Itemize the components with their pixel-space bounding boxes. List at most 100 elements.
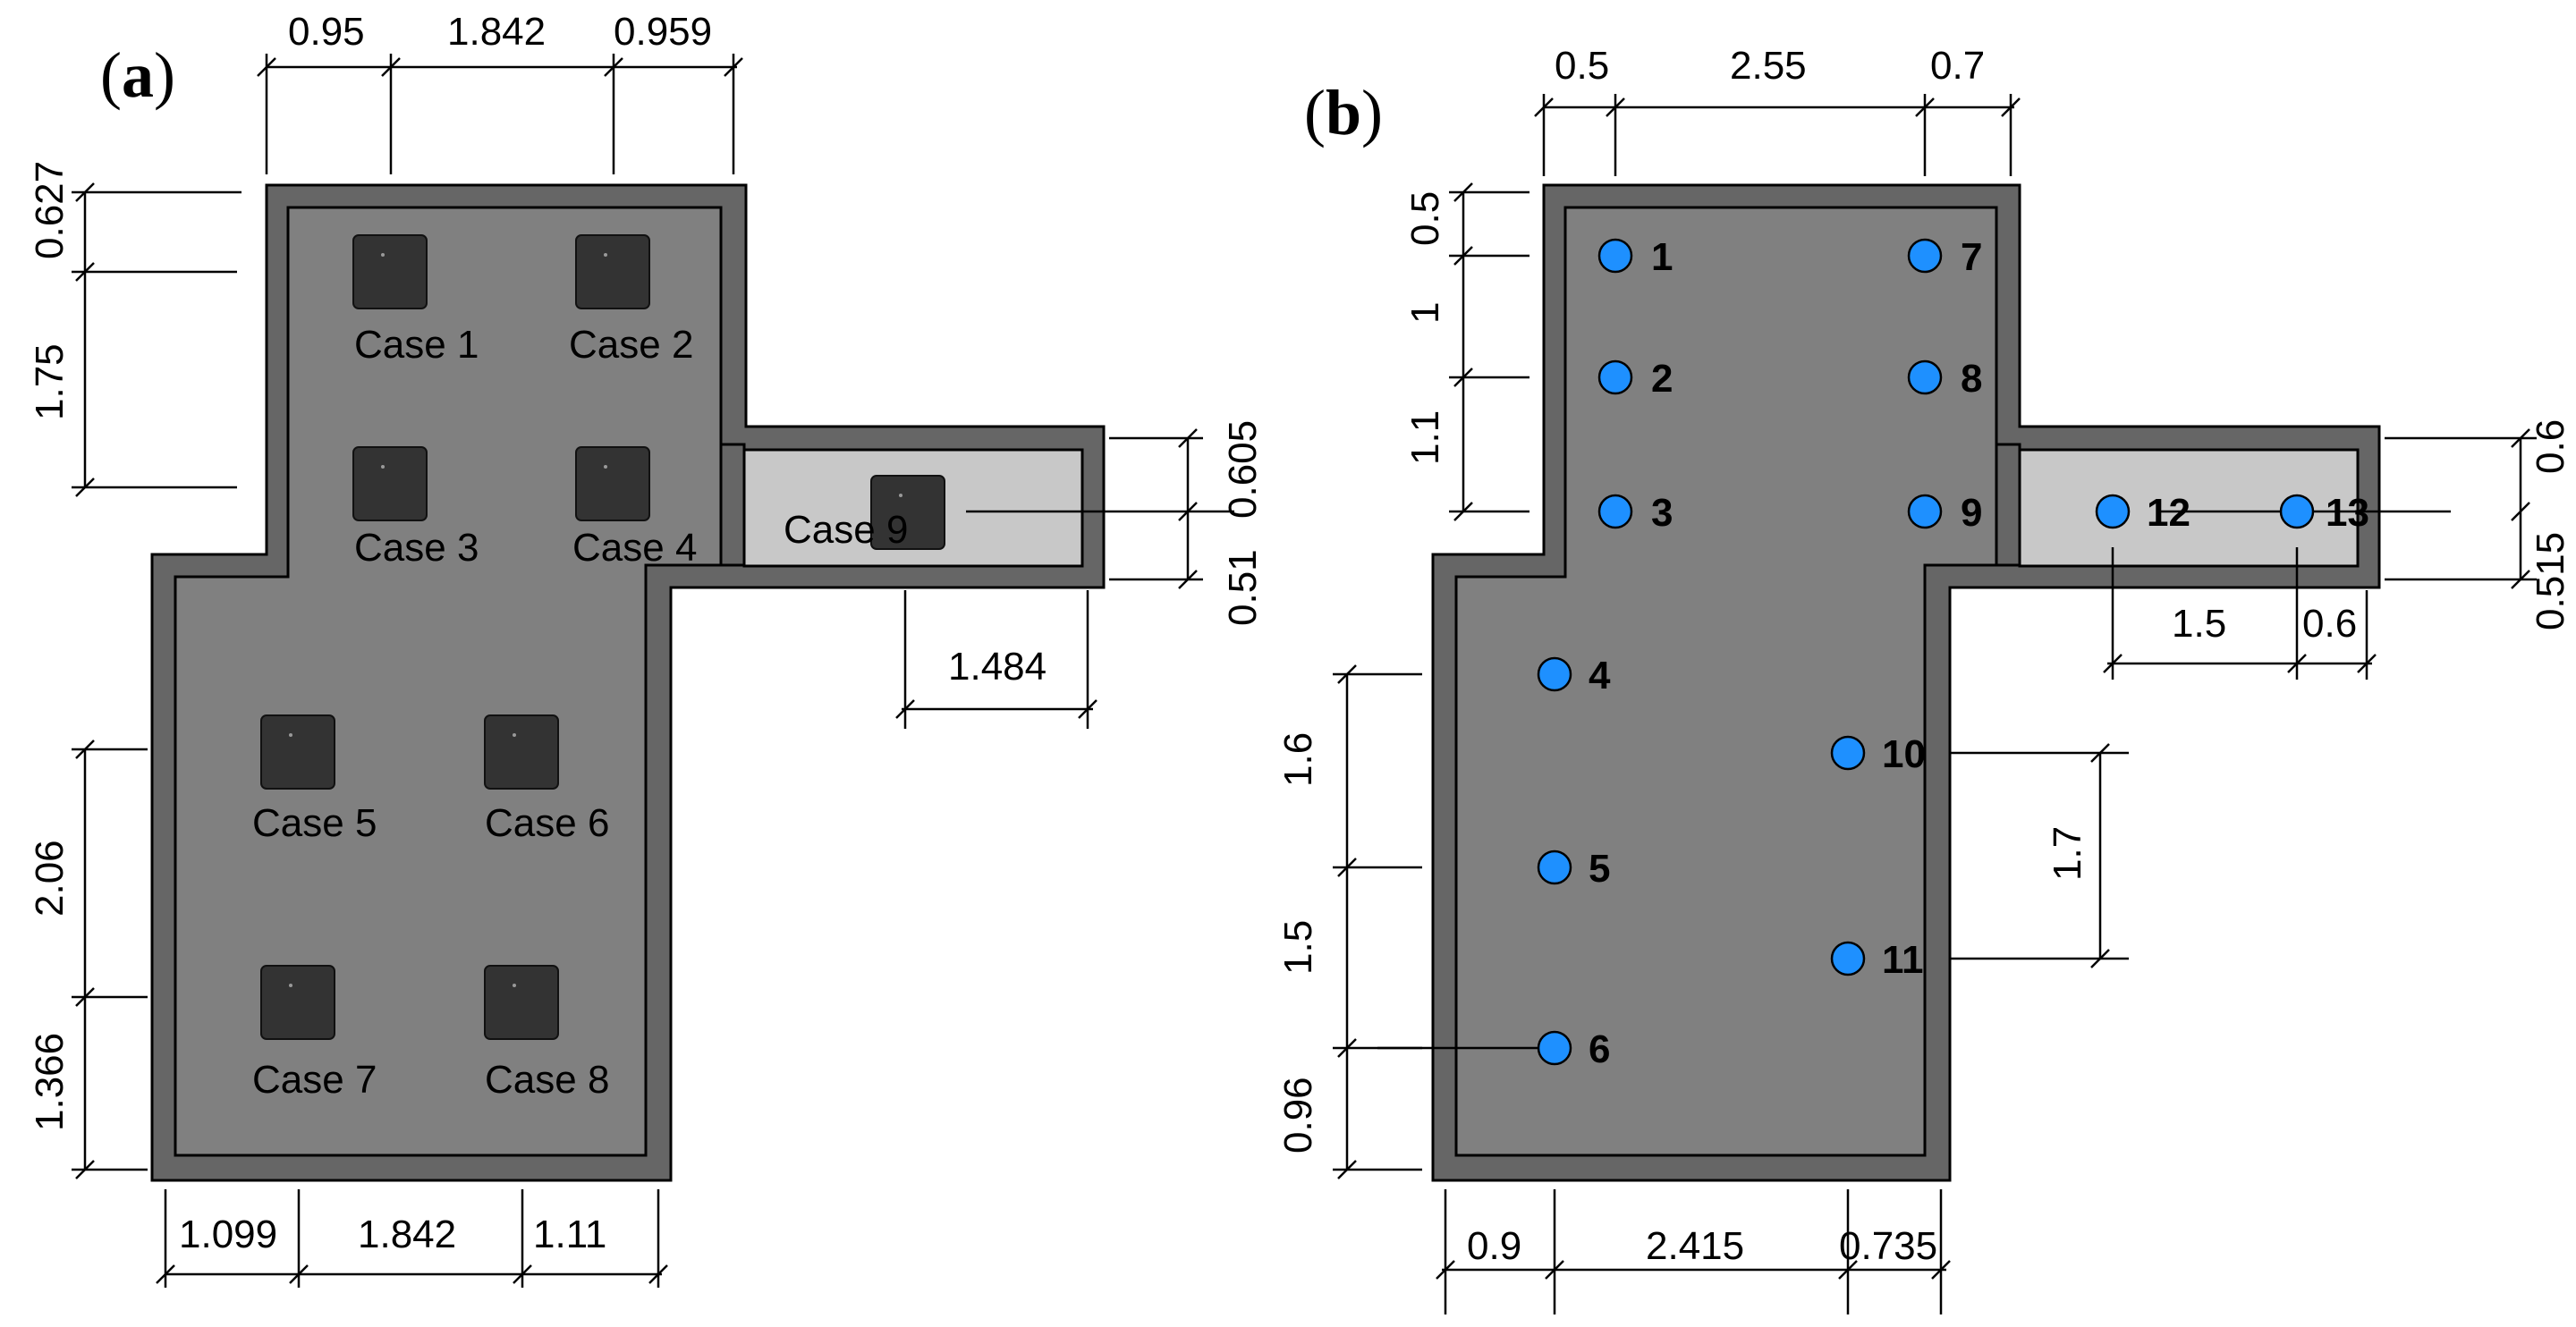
case-label: Case 3 — [354, 526, 479, 570]
panel-b-point-8: 8 — [1907, 357, 1982, 401]
panel-a: (a) Case 1 Case 2 Case 3 Case 4 — [28, 10, 1265, 1288]
panel-a-case-8: Case 8 — [484, 965, 609, 1102]
panel-a-case-4: Case 4 — [572, 446, 697, 570]
case-marker — [289, 733, 292, 737]
panel-b-point-4: 4 — [1537, 654, 1611, 697]
measurement-point — [1907, 494, 1943, 529]
panel-a-annex-wall — [719, 443, 746, 567]
dim-label: 0.627 — [28, 161, 72, 259]
point-label: 2 — [1651, 357, 1673, 401]
dim-label: 1.842 — [447, 10, 546, 54]
dim-label: 0.959 — [614, 10, 712, 54]
panel-a-case-2: Case 2 — [569, 234, 693, 367]
dim-label: 1.5 — [1276, 920, 1320, 975]
panel-b-lower-right-dimensions: 1.5 0.6 — [2103, 547, 2377, 680]
dim-label: 0.515 — [2529, 532, 2572, 630]
panel-b-point-7: 7 — [1907, 235, 1982, 279]
panel-a-left-lower-dimensions: 2.06 1.366 — [28, 740, 148, 1179]
measurement-point — [1597, 494, 1633, 529]
case-label: Case 5 — [252, 801, 377, 845]
measurement-point — [1537, 656, 1572, 692]
panel-a-inner-floor — [174, 206, 723, 1157]
dim-label: 0.96 — [1276, 1077, 1320, 1154]
dim-label: 2.415 — [1646, 1224, 1744, 1268]
measurement-point — [2279, 494, 2315, 529]
point-label: 9 — [1961, 491, 1982, 535]
dim-label: 0.51 — [1221, 549, 1265, 626]
panel-b-middle-right-dimension: 1.7 — [2046, 743, 2110, 968]
measurement-point — [2095, 494, 2131, 529]
case-box — [260, 714, 335, 790]
panel-a-bottom-dimensions: 1.099 1.842 1.11 — [156, 1189, 668, 1288]
panel-b-right-dimensions: 0.6 0.515 — [2385, 419, 2572, 630]
dim-label: 1.099 — [179, 1213, 277, 1256]
measurement-point — [1597, 238, 1633, 274]
dim-label: 1.5 — [2172, 602, 2226, 646]
case-label: Case 8 — [485, 1058, 609, 1102]
panel-b-point-13: 13 — [2279, 491, 2369, 535]
dim-label: 1.7 — [2046, 826, 2089, 881]
panel-b-point-2: 2 — [1597, 357, 1673, 401]
point-label: 8 — [1961, 357, 1982, 401]
case-marker — [604, 253, 607, 257]
panel-b-left-lower-dimensions: 1.6 1.5 0.96 — [1276, 664, 1422, 1179]
panel-a-sensor-offset-dimension: 1.484 — [895, 590, 1097, 729]
panel-b-point-10: 10 — [1830, 732, 1926, 776]
dim-label: 0.735 — [1839, 1224, 1937, 1268]
measurement-point — [1830, 941, 1866, 976]
panel-b-label: (b) — [1304, 77, 1383, 148]
panel-b-bottom-dimensions: 0.9 2.415 0.735 — [1436, 1189, 1951, 1314]
case-marker — [289, 984, 292, 987]
case-box — [484, 965, 559, 1040]
measurement-point — [1537, 1030, 1572, 1066]
measurement-point — [1907, 238, 1943, 274]
point-label: 5 — [1589, 847, 1610, 891]
panel-a-right-dimensions: 0.605 0.51 — [1109, 420, 1265, 626]
panel-a-case-1: Case 1 — [352, 234, 479, 367]
measurement-point — [1537, 849, 1572, 885]
point-label: 13 — [2326, 491, 2369, 535]
dim-label: 0.5 — [1555, 44, 1609, 88]
case-box — [352, 234, 428, 309]
dim-label: 1.75 — [28, 343, 72, 420]
case-marker — [513, 984, 516, 987]
panel-a-case-5: Case 5 — [252, 714, 377, 845]
point-label: 1 — [1651, 235, 1673, 279]
case-marker — [381, 465, 385, 469]
panel-b-inner-floor — [1454, 206, 1998, 1157]
point-label: 12 — [2147, 491, 2190, 535]
dim-label: 0.6 — [2529, 419, 2572, 474]
dim-label: 0.605 — [1221, 420, 1265, 519]
panel-b-point-9: 9 — [1907, 491, 1982, 535]
case-box — [352, 446, 428, 521]
measurement-point — [1907, 359, 1943, 395]
dim-label: 0.95 — [288, 10, 365, 54]
case-label: Case 7 — [252, 1058, 377, 1102]
dim-label: 1.6 — [1276, 732, 1320, 787]
dim-label: 1.1 — [1403, 410, 1447, 465]
case-label: Case 9 — [784, 508, 908, 552]
case-box — [260, 965, 335, 1040]
case-label: Case 4 — [572, 526, 697, 570]
dim-label: 1 — [1403, 302, 1447, 324]
measurement-point — [1597, 359, 1633, 395]
point-label: 11 — [1882, 938, 1924, 982]
dim-label: 2.06 — [28, 840, 72, 917]
dim-label: 1.842 — [358, 1213, 456, 1256]
dim-label: 1.11 — [533, 1213, 606, 1256]
point-label: 3 — [1651, 491, 1673, 535]
panel-b-top-dimensions: 0.5 2.55 0.7 — [1534, 44, 2021, 176]
case-marker — [381, 253, 385, 257]
dim-label: 0.6 — [2302, 602, 2357, 646]
measurement-point — [1830, 735, 1866, 771]
panel-b-point-5: 5 — [1537, 847, 1610, 891]
point-label: 4 — [1589, 654, 1611, 697]
case-box — [870, 475, 945, 550]
point-label: 6 — [1589, 1027, 1610, 1071]
case-label: Case 6 — [485, 801, 609, 845]
panel-a-top-dimensions: 0.95 1.842 0.959 — [257, 10, 743, 174]
panel-b-left-upper-dimensions: 0.5 1 1.1 — [1403, 182, 1530, 521]
case-marker — [604, 465, 607, 469]
panel-b-point-3: 3 — [1597, 491, 1673, 535]
